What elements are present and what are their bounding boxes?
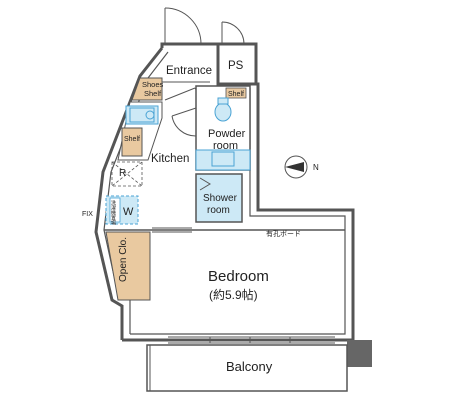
stove-burners [145, 110, 155, 120]
room-label-bedroom: Bedroom [208, 268, 269, 285]
label-shoes-shelf-2: Shelf [144, 89, 162, 98]
room-label-powder-2: room [213, 140, 238, 152]
refrigerator-space [111, 161, 143, 187]
label-washer-area: 洗濯機置場 [110, 199, 116, 226]
room-label-shower-1: Shower [203, 193, 238, 204]
label-open-closet: Open Clo. [118, 237, 129, 282]
entrance-door [164, 7, 202, 45]
label-shoes-shelf-1: Shoes [142, 80, 164, 89]
room-label-balcony: Balcony [226, 359, 273, 374]
powder-room [195, 85, 251, 171]
ps-door [221, 21, 245, 45]
label-refrigerator: R [119, 168, 126, 179]
powder-room-door [171, 107, 197, 137]
compass-north-label: N [313, 163, 319, 172]
balcony [146, 344, 348, 392]
structural-column [347, 340, 372, 367]
kitchen-door [164, 87, 201, 101]
room-label-shower-2: room [207, 205, 230, 216]
outer-walls [94, 42, 355, 345]
label-washer: W [123, 206, 134, 218]
label-powder-shelf: Shelf [228, 91, 244, 98]
room-label-bedroom-size: (約5.9帖) [209, 287, 258, 302]
room-label-powder-1: Powder [208, 128, 246, 140]
label-kitchen-shelf: Shelf [124, 136, 140, 143]
shower-room [195, 173, 243, 223]
washer-area [105, 195, 139, 225]
room-label-entrance: Entrance [166, 65, 212, 77]
kitchen-counter [117, 101, 163, 161]
label-fix: FIX [82, 211, 93, 218]
room-label-ps: PS [228, 60, 244, 72]
room-label-kitchen: Kitchen [151, 153, 189, 165]
label-board-note: 有孔ボード [266, 229, 301, 238]
bedroom-windows [168, 336, 335, 344]
shower-door-mark [199, 177, 211, 191]
compass-icon: N [284, 155, 319, 179]
shoes-shelf [131, 77, 163, 101]
